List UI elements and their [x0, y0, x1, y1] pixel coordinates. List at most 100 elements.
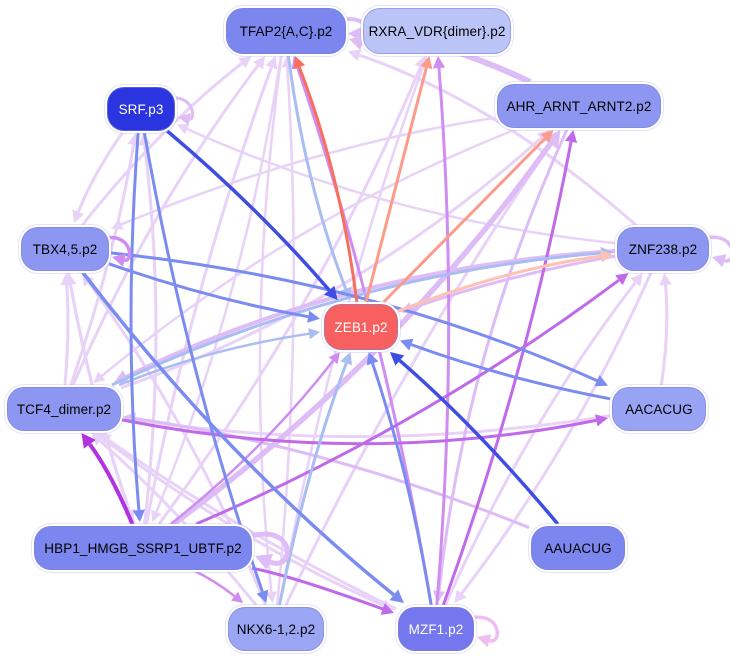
self-loop-SRF [170, 96, 194, 126]
arrowhead-icon [712, 254, 727, 268]
node-label: SRF.p3 [118, 101, 164, 117]
edge-AAUACUG-ZEB1 [389, 352, 560, 526]
arrowhead-icon [595, 414, 608, 427]
edge-AACACUG-ZEB1 [400, 338, 611, 401]
node-MZF1[interactable]: MZF1.p2 [398, 607, 474, 651]
arrowhead-icon [265, 591, 277, 603]
node-AACACUG[interactable]: AACACUG [612, 387, 706, 431]
arrowhead-icon [111, 219, 124, 230]
arrowhead-icon [324, 285, 338, 300]
edge-ZNF238-MZF1 [454, 270, 654, 603]
node-AHR[interactable]: AHR_ARNT_ARNT2.p2 [497, 84, 661, 128]
node-SRF[interactable]: SRF.p3 [107, 87, 175, 131]
arrowhead-icon [477, 634, 492, 648]
node-label: MZF1.p2 [408, 621, 464, 637]
edge-MZF1-RXRA [432, 56, 451, 606]
arrowhead-icon [112, 253, 127, 267]
self-loop-TBX4 [104, 235, 132, 267]
edge-MZF1-TCF4 [98, 433, 397, 611]
arrowhead-icon [389, 589, 404, 603]
arrowhead-icon [366, 352, 379, 366]
edge-HBP1-NKX6 [191, 568, 244, 603]
arrowhead-icon [151, 509, 162, 522]
arrowhead-icon [308, 328, 320, 340]
node-RXRA[interactable]: RXRA_VDR{dimer}.p2 [363, 8, 511, 54]
arrowhead-icon [340, 352, 353, 366]
arrowhead-icon [93, 371, 106, 383]
node-TFAP2[interactable]: TFAP2{A,C}.p2 [226, 8, 346, 54]
arrowhead-icon [630, 273, 643, 287]
node-AAUACUG[interactable]: AAUACUG [531, 526, 625, 570]
node-label: HBP1_HMGB_SSRP1_UBTF.p2 [44, 540, 242, 556]
edge-TCF4-ZEB1 [118, 328, 320, 387]
self-loop-MZF1 [469, 615, 499, 648]
node-label: AHR_ARNT_ARNT2.p2 [506, 98, 652, 114]
edge-AHR-TBX4 [111, 116, 496, 230]
edge-NKX6-TFAP2 [275, 56, 295, 606]
node-label: TCF4_dimer.p2 [16, 401, 112, 417]
edge-TCF4-AACACUG [120, 414, 608, 446]
edge-MZF1-AHR [441, 130, 578, 606]
node-TCF4[interactable]: TCF4_dimer.p2 [7, 387, 121, 431]
arrowhead-icon [231, 591, 244, 603]
arrowhead-icon [348, 49, 362, 62]
arrowhead-icon [253, 56, 266, 70]
edge-HBP1-TFAP2 [144, 56, 278, 525]
edge-ZNF238-SRF [177, 123, 616, 245]
node-ZEB1[interactable]: ZEB1.p2 [324, 304, 398, 350]
arrowhead-icon [307, 310, 320, 323]
arrowhead-icon [564, 130, 578, 143]
edge-SRF-ZEB1 [166, 129, 338, 300]
arrowhead-icon [132, 509, 146, 522]
node-label: ZNF238.p2 [628, 241, 698, 257]
edge-AHR-TCF4 [93, 126, 520, 383]
node-TBX4[interactable]: TBX4,5.p2 [21, 227, 109, 271]
arrowhead-icon [659, 273, 672, 286]
edge-HBP1-MZF1 [251, 566, 394, 615]
edge-MZF1-ZNF238 [443, 273, 643, 606]
arrowhead-icon [293, 56, 306, 70]
edge-TFAP2-HBP1 [151, 53, 283, 522]
arrowhead-icon [238, 56, 252, 69]
edge-HBP1-TCF4 [81, 433, 135, 525]
node-label: AACACUG [625, 401, 693, 417]
edge-SRF-HBP1 [129, 130, 146, 522]
node-label: ZEB1.p2 [334, 319, 388, 335]
arrowhead-icon [542, 130, 561, 150]
node-label: RXRA_VDR{dimer}.p2 [368, 23, 506, 39]
node-ZNF238[interactable]: ZNF238.p2 [617, 227, 709, 271]
edge-TBX4-MZF1 [80, 269, 404, 603]
edge-HBP1-ZEB1 [170, 352, 340, 525]
node-label: TBX4,5.p2 [32, 241, 98, 257]
node-NKX6[interactable]: NKX6-1,2.p2 [228, 607, 324, 651]
arrowhead-icon [265, 56, 278, 70]
node-label: NKX6-1,2.p2 [236, 621, 316, 637]
edge-ZNF238-TFAP2 [348, 49, 637, 227]
arrowhead-icon [454, 589, 467, 603]
arrowhead-icon [255, 553, 274, 570]
arrowhead-icon [420, 56, 433, 70]
edge-AACACUG-ZNF238 [659, 273, 672, 386]
node-label: TFAP2{A,C}.p2 [239, 23, 333, 39]
arrowhead-icon [389, 352, 405, 366]
arrowhead-icon [432, 56, 446, 69]
edge-TFAP2-ZEB1 [286, 53, 352, 300]
self-loop-HBP1 [247, 531, 290, 570]
edge-HBP1-ZNF238 [195, 273, 629, 526]
arrowhead-icon [380, 603, 394, 615]
arrowhead-icon [81, 433, 96, 449]
edge-TBX4-TFAP2 [81, 56, 252, 226]
edge-MZF1-ZEB1 [366, 352, 433, 606]
arrowhead-icon [349, 35, 365, 51]
edge-SRF-TBX4 [72, 130, 125, 223]
edge-TBX4-AACACUG [108, 251, 608, 387]
edge-TCF4-TFAP2 [71, 56, 266, 386]
edge-NKX6-ZEB1 [278, 352, 353, 606]
edge-ZEB1-AHR [382, 130, 554, 304]
arrowhead-icon [72, 209, 85, 223]
edge-TBX4-ZEB1 [108, 262, 320, 323]
node-HBP1[interactable]: HBP1_HMGB_SSRP1_UBTF.p2 [34, 526, 252, 570]
arrowhead-icon [615, 273, 629, 286]
arrowhead-icon [600, 250, 613, 263]
